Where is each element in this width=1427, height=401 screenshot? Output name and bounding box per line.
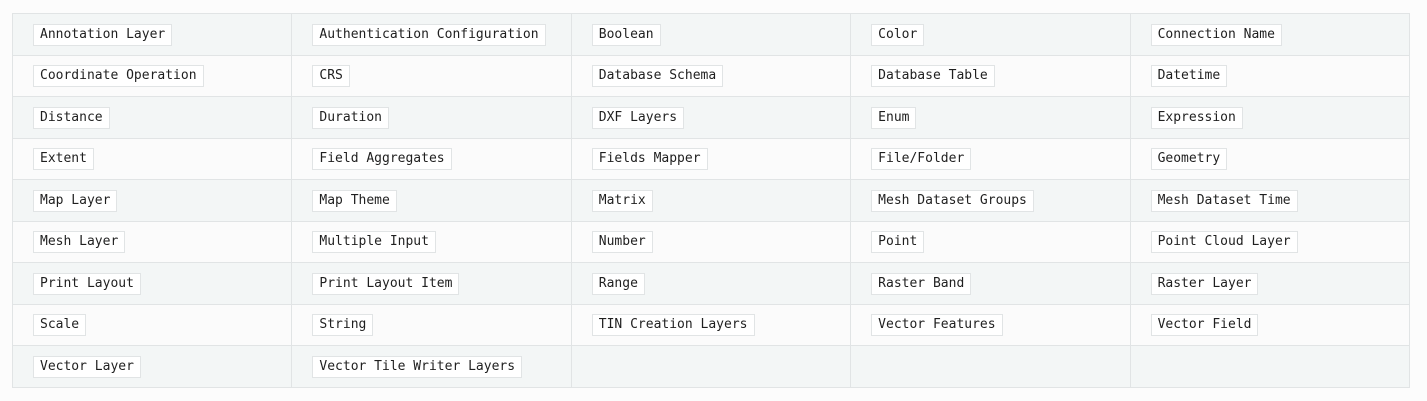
table-cell: TIN Creation Layers	[570, 303, 852, 346]
table-cell: Mesh Dataset Groups	[850, 179, 1131, 222]
table-cell: Vector Field	[1129, 303, 1411, 346]
parameter-type-literal: Database Table	[871, 65, 995, 88]
table-row: Annotation Layer Authentication Configura…	[11, 13, 1411, 56]
parameter-type-literal: Enum	[871, 106, 917, 129]
table-cell: Coordinate Operation	[11, 54, 293, 97]
table-cell: Datetime	[1129, 54, 1411, 97]
table-cell: Raster Band	[850, 262, 1131, 305]
parameter-type-literal: Expression	[1150, 106, 1243, 129]
parameter-type-literal: Mesh Layer	[33, 231, 126, 254]
parameter-types-table: Annotation Layer Authentication Configura…	[11, 13, 1411, 388]
table-cell: Enum	[850, 96, 1131, 139]
parameter-type-literal: Database Schema	[591, 65, 724, 88]
parameter-type-literal: Authentication Configuration	[312, 23, 546, 46]
parameter-type-literal: TIN Creation Layers	[591, 314, 755, 337]
parameter-type-literal: Point	[871, 231, 925, 254]
table-cell: String	[291, 303, 572, 346]
table-cell: Point Cloud Layer	[1129, 220, 1411, 263]
parameter-type-literal: Color	[871, 23, 925, 46]
table-cell: Connection Name	[1129, 13, 1411, 56]
table-cell: Map Theme	[291, 179, 572, 222]
table-row: Coordinate Operation CRS Database Schema Da…	[11, 54, 1411, 97]
table-cell: Expression	[1129, 96, 1411, 139]
table-cell: Database Schema	[570, 54, 852, 97]
table-cell: Map Layer	[11, 179, 293, 222]
parameter-type-literal: Vector Layer	[33, 355, 141, 378]
table-cell	[1129, 345, 1411, 388]
parameter-type-literal: Duration	[312, 106, 390, 129]
table-cell: Matrix	[570, 179, 852, 222]
table-cell: Print Layout	[11, 262, 293, 305]
table-row: Mesh Layer Multiple Input Number Point Point…	[11, 220, 1411, 263]
parameter-type-literal: Point Cloud Layer	[1150, 231, 1298, 254]
parameter-type-literal: Raster Layer	[1150, 272, 1259, 295]
parameter-type-literal: Geometry	[1150, 148, 1228, 171]
table-row: Scale String TIN Creation Layers Vector Fea…	[11, 303, 1411, 346]
table-cell: Fields Mapper	[570, 137, 852, 180]
table-row: Print Layout Print Layout Item Range Raster…	[11, 262, 1411, 305]
parameter-type-literal: Extent	[33, 148, 94, 171]
parameter-type-literal: Map Theme	[312, 189, 397, 212]
table-cell	[570, 345, 852, 388]
parameter-type-literal: Field Aggregates	[312, 148, 452, 171]
table-cell: Point	[850, 220, 1131, 263]
parameter-type-literal: Boolean	[591, 23, 661, 46]
table-cell: Color	[850, 13, 1131, 56]
table-cell: Vector Layer	[11, 345, 293, 388]
table-cell: CRS	[291, 54, 572, 97]
table-cell: Vector Features	[850, 303, 1131, 346]
table-cell: Number	[570, 220, 852, 263]
table-cell: Authentication Configuration	[291, 13, 572, 56]
table-cell: Annotation Layer	[11, 13, 293, 56]
parameter-type-literal: String	[312, 314, 374, 337]
parameter-type-literal: Datetime	[1150, 65, 1228, 88]
table-cell: Range	[570, 262, 852, 305]
parameter-type-literal: Scale	[33, 314, 87, 337]
parameter-type-literal: CRS	[312, 65, 350, 88]
table-row: Distance Duration DXF Layers Enum Expression	[11, 96, 1411, 139]
table-cell	[850, 345, 1131, 388]
table-cell: File/Folder	[850, 137, 1131, 180]
parameter-type-literal: File/Folder	[871, 148, 972, 171]
table-row: Extent Field Aggregates Fields Mapper File/…	[11, 137, 1411, 180]
parameter-type-literal: Fields Mapper	[591, 148, 708, 171]
parameter-type-literal: Number	[591, 231, 653, 254]
parameter-type-literal: Mesh Dataset Time	[1150, 189, 1298, 212]
table-row: Vector Layer Vector Tile Writer Layers	[11, 345, 1411, 388]
table-cell: Multiple Input	[291, 220, 572, 263]
parameter-type-literal: DXF Layers	[591, 106, 685, 129]
parameter-type-literal: Print Layout	[33, 272, 141, 295]
table-cell: Print Layout Item	[291, 262, 572, 305]
parameter-type-literal: Annotation Layer	[33, 23, 173, 46]
parameter-type-literal: Vector Tile Writer Layers	[312, 355, 523, 378]
table-cell: Mesh Layer	[11, 220, 293, 263]
parameter-type-literal: Map Layer	[33, 189, 118, 212]
parameter-type-literal: Print Layout Item	[312, 272, 460, 295]
table-cell: Geometry	[1129, 137, 1411, 180]
table-cell: DXF Layers	[570, 96, 852, 139]
parameter-type-literal: Distance	[33, 106, 110, 129]
parameter-types-table-body: Annotation Layer Authentication Configura…	[11, 13, 1411, 388]
parameter-type-literal: Raster Band	[871, 272, 972, 295]
parameter-type-literal: Mesh Dataset Groups	[871, 189, 1034, 212]
table-cell: Distance	[11, 96, 293, 139]
parameter-type-literal: Vector Features	[871, 314, 1003, 337]
table-cell: Database Table	[850, 54, 1131, 97]
table-cell: Extent	[11, 137, 293, 180]
parameter-type-literal: Coordinate Operation	[33, 65, 204, 88]
table-cell: Boolean	[570, 13, 852, 56]
parameter-type-literal: Vector Field	[1150, 314, 1259, 337]
parameter-type-literal: Matrix	[591, 189, 653, 212]
table-cell: Duration	[291, 96, 572, 139]
table-cell: Raster Layer	[1129, 262, 1411, 305]
table-cell: Field Aggregates	[291, 137, 572, 180]
table-cell: Scale	[11, 303, 293, 346]
table-cell: Mesh Dataset Time	[1129, 179, 1411, 222]
table-cell: Vector Tile Writer Layers	[291, 345, 572, 388]
parameter-type-literal: Range	[591, 272, 645, 295]
table-row: Map Layer Map Theme Matrix Mesh Dataset Gro…	[11, 179, 1411, 222]
parameter-type-literal: Multiple Input	[312, 231, 436, 254]
parameter-type-literal: Connection Name	[1150, 23, 1282, 46]
